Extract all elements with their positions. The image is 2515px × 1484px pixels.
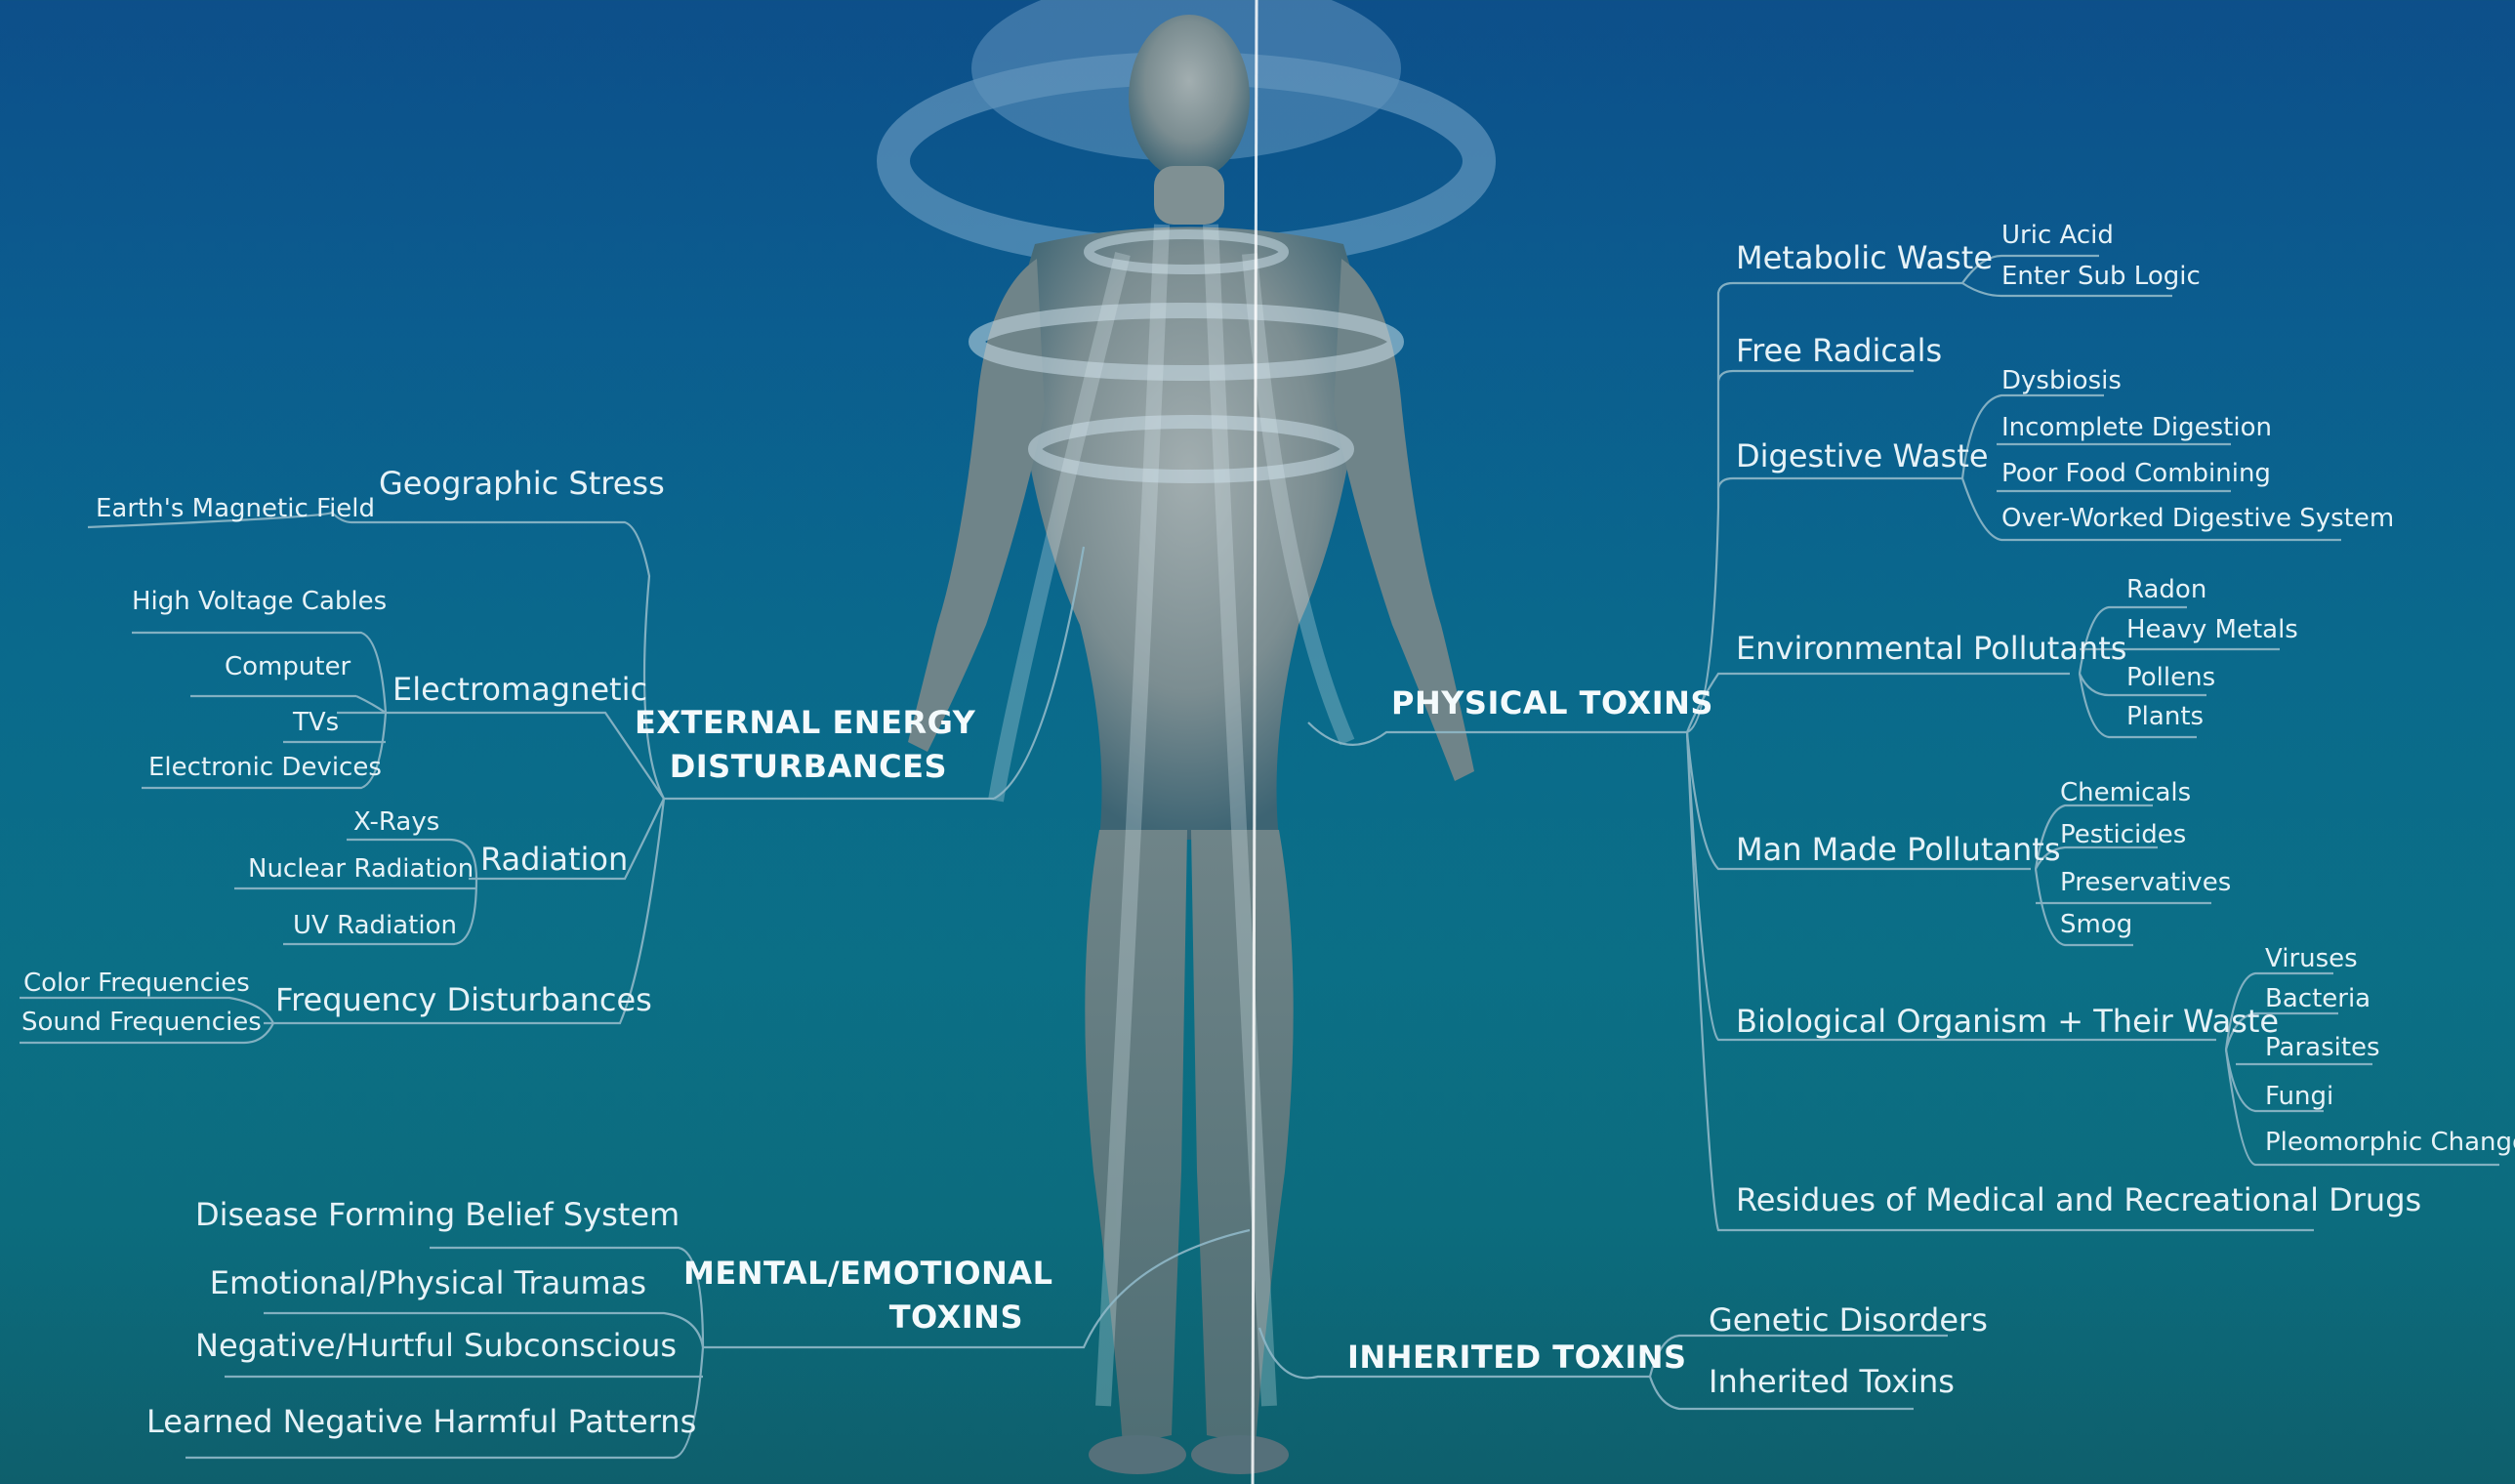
electromagnetic-item: Electronic Devices: [148, 755, 382, 780]
manmade-item: Preservatives: [2060, 870, 2231, 895]
residues-label: Residues of Medical and Recreational Dru…: [1736, 1184, 2421, 1216]
category-inherited-toxins: INHERITED TOXINS: [1347, 1336, 1687, 1380]
metabolic-item: Enter Sub Logic: [2001, 264, 2201, 289]
inherited-item: Inherited Toxins: [1709, 1366, 1955, 1397]
category-mental-emotional: MENTAL/EMOTIONAL TOXINS: [683, 1252, 1023, 1340]
frequency-item: Sound Frequencies: [21, 1010, 262, 1035]
biological-item: Fungi: [2265, 1084, 2333, 1109]
category-external-line2: DISTURBANCES: [635, 745, 947, 789]
mental-item: Emotional/Physical Traumas: [195, 1267, 646, 1298]
metabolic-item: Uric Acid: [2001, 223, 2114, 248]
mental-item: Disease Forming Belief System: [195, 1199, 646, 1230]
man-made-pollutants-label: Man Made Pollutants: [1736, 834, 2061, 865]
biological-organism-label: Biological Organism + Their Waste: [1736, 1006, 2279, 1037]
category-external-energy: EXTERNAL ENERGY DISTURBANCES: [635, 701, 947, 789]
radiation-item: UV Radiation: [293, 913, 457, 938]
environmental-item: Pollens: [2126, 665, 2215, 690]
mental-item: Learned Negative Harmful Patterns: [146, 1406, 649, 1437]
manmade-item: Pesticides: [2060, 822, 2186, 847]
manmade-item: Chemicals: [2060, 780, 2191, 805]
environmental-item: Radon: [2126, 577, 2206, 602]
frequency-item: Color Frequencies: [23, 970, 250, 996]
radiation-item: X-Rays: [353, 809, 439, 835]
category-physical-toxins: PHYSICAL TOXINS: [1391, 681, 1713, 725]
electromagnetic-label: Electromagnetic: [392, 674, 647, 705]
free-radicals-label: Free Radicals: [1736, 335, 1942, 366]
environmental-item: Plants: [2126, 704, 2204, 729]
category-mental-line1: MENTAL/EMOTIONAL: [683, 1252, 1023, 1296]
digestive-item: Dysbiosis: [2001, 368, 2122, 393]
digestive-item: Over-Worked Digestive System: [2001, 506, 2394, 531]
inherited-item: Genetic Disorders: [1709, 1304, 1988, 1336]
biological-item: Bacteria: [2265, 986, 2371, 1011]
metabolic-waste-label: Metabolic Waste: [1736, 242, 1993, 273]
mental-item: Negative/Hurtful Subconscious: [195, 1330, 649, 1361]
environmental-pollutants-label: Environmental Pollutants: [1736, 633, 2126, 664]
frequency-disturbances-label: Frequency Disturbances: [275, 984, 652, 1015]
radiation-label: Radiation: [480, 844, 628, 875]
electromagnetic-item: Computer: [225, 654, 350, 680]
digestive-waste-label: Digestive Waste: [1736, 440, 1989, 472]
geographic-item: Earth's Magnetic Field: [96, 496, 375, 521]
biological-item: Viruses: [2265, 946, 2358, 971]
category-external-line1: EXTERNAL ENERGY: [635, 701, 947, 745]
digestive-item: Poor Food Combining: [2001, 461, 2271, 486]
radiation-item: Nuclear Radiation: [248, 856, 474, 882]
biological-item: Pleomorphic Changes: [2265, 1130, 2515, 1155]
geographic-stress-label: Geographic Stress: [379, 468, 665, 499]
electromagnetic-item: High Voltage Cables: [132, 589, 387, 614]
biological-item: Parasites: [2265, 1035, 2380, 1060]
electromagnetic-item: TVs: [293, 710, 339, 735]
digestive-item: Incomplete Digestion: [2001, 415, 2272, 440]
environmental-item: Heavy Metals: [2126, 617, 2298, 642]
category-mental-line2: TOXINS: [683, 1296, 1023, 1340]
manmade-item: Smog: [2060, 912, 2132, 937]
